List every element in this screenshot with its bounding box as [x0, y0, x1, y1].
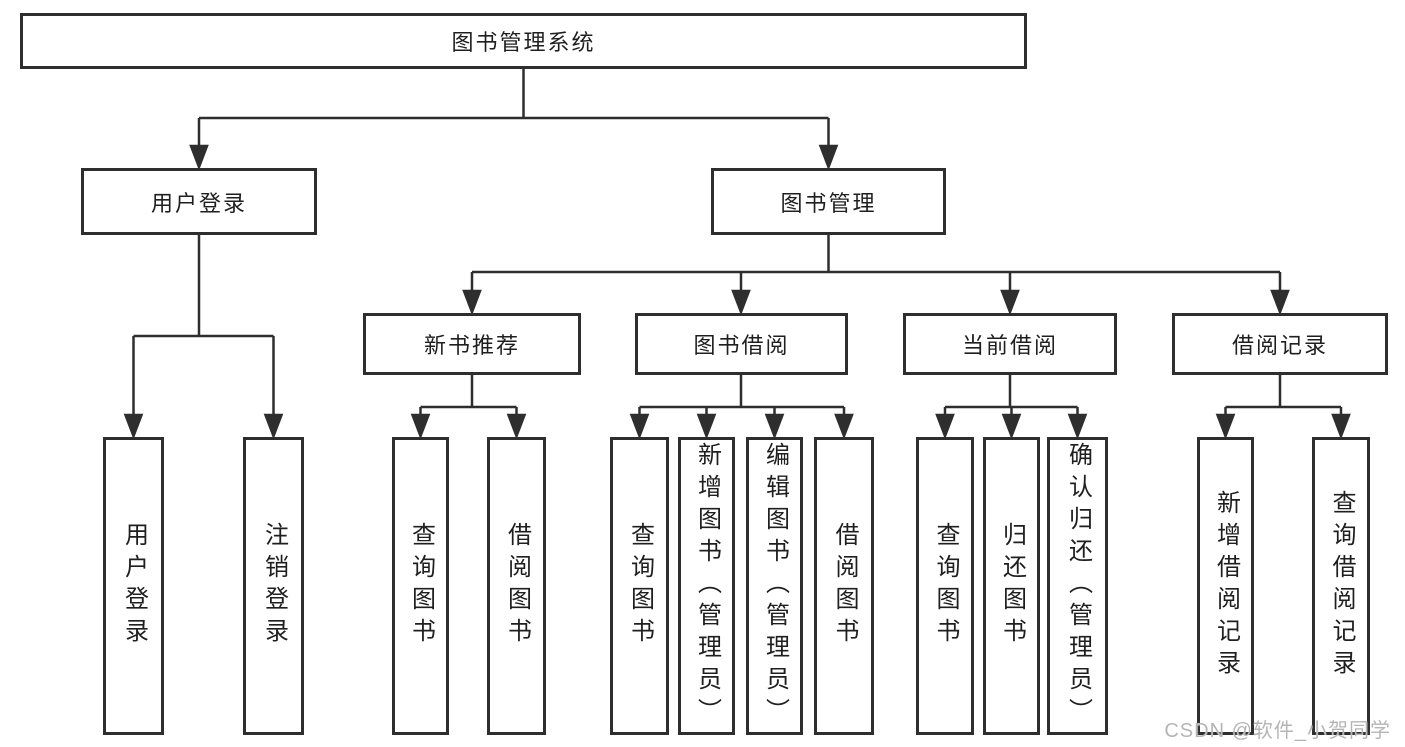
node-query-books-current: 查询图书 [916, 437, 974, 735]
node-label: 新增图书（管理员） [693, 442, 721, 730]
connector-current-borrow-children [935, 375, 1088, 440]
arrow-down-icon [1000, 289, 1020, 316]
arrow-down-icon [1001, 413, 1022, 440]
node-library-management-system: 图书管理系统 [20, 13, 1027, 69]
node-edit-books-admin: 编辑图书（管理员） [746, 437, 803, 735]
node-current-borrow: 当前借阅 [903, 313, 1117, 375]
arrow-down-icon [935, 413, 955, 440]
node-user-login: 用户登录 [81, 168, 317, 235]
node-borrow-records: 借阅记录 [1172, 313, 1388, 375]
node-return-books: 归还图书 [983, 437, 1040, 735]
arrow-down-icon [1270, 289, 1290, 316]
arrow-down-icon [1331, 413, 1351, 440]
node-label: 用户登录 [120, 522, 148, 650]
node-label: 查询图书 [626, 522, 654, 650]
arrow-down-icon [410, 413, 431, 440]
arrow-down-icon [462, 289, 482, 316]
node-new-book-recommend: 新书推荐 [363, 313, 581, 375]
node-add-books-admin: 新增图书（管理员） [678, 437, 735, 735]
node-label: 注销登录 [260, 522, 288, 650]
node-book-management: 图书管理 [711, 168, 946, 235]
arrow-down-icon [189, 144, 209, 171]
node-logout: 注销登录 [243, 437, 304, 735]
csdn-watermark: CSDN @软件_小贺同学 [1164, 720, 1391, 742]
node-label: 查询图书 [407, 522, 435, 650]
arrow-down-icon [818, 144, 839, 171]
node-borrow-books-recommend: 借阅图书 [487, 437, 546, 735]
connector-book-management-children [462, 235, 1290, 316]
arrow-down-icon [123, 413, 144, 440]
arrow-down-icon [764, 413, 785, 440]
arrow-down-icon [263, 413, 284, 440]
node-query-books-borrow: 查询图书 [610, 437, 669, 735]
connector-book-borrow-children [629, 375, 854, 440]
node-label: 归还图书 [998, 522, 1026, 650]
node-label: 查询图书 [932, 522, 959, 650]
node-label: 查询借阅记录 [1328, 490, 1355, 682]
node-label: 借阅图书 [831, 522, 858, 650]
node-label: 新增借阅记录 [1212, 490, 1240, 682]
arrow-down-icon [506, 413, 527, 440]
connector-new-book-children [410, 375, 527, 440]
arrow-down-icon [731, 289, 751, 316]
node-label: 借阅图书 [503, 522, 531, 650]
connector-user-login-children [123, 235, 284, 440]
node-confirm-return-admin: 确认归还（管理员） [1047, 437, 1108, 735]
arrow-down-icon [834, 413, 854, 440]
connector-root-to-level2 [189, 69, 839, 171]
node-borrow-books: 借阅图书 [814, 437, 874, 735]
node-query-books-recommend: 查询图书 [392, 437, 449, 735]
node-query-borrow-record: 查询借阅记录 [1312, 437, 1370, 735]
arrow-down-icon [1215, 413, 1236, 440]
node-label: 确认归还（管理员） [1064, 442, 1092, 730]
node-label: 编辑图书（管理员） [761, 442, 789, 730]
node-add-borrow-record: 新增借阅记录 [1197, 437, 1254, 735]
arrow-down-icon [696, 413, 717, 440]
node-login: 用户登录 [103, 437, 164, 735]
connector-borrow-records-children [1215, 375, 1351, 440]
arrow-down-icon [1067, 413, 1088, 440]
node-book-borrow: 图书借阅 [635, 313, 848, 375]
arrow-down-icon [629, 413, 650, 440]
